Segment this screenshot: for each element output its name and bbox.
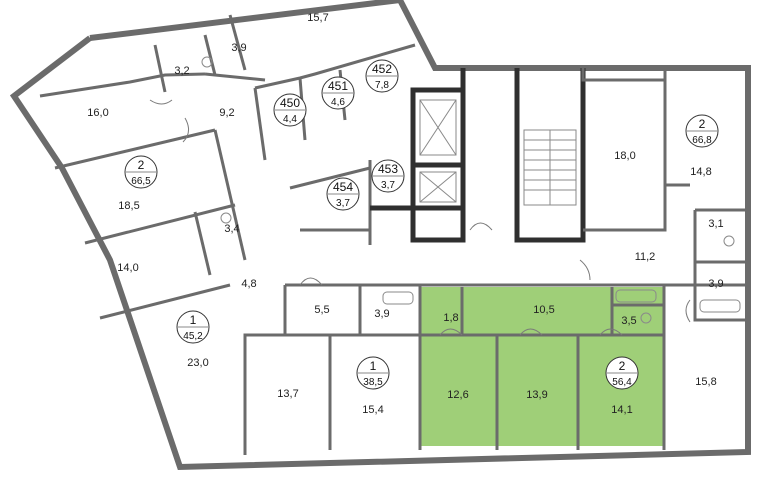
unit-marker[interactable]: 1 45,2	[176, 310, 210, 344]
svg-text:1: 1	[370, 359, 377, 373]
svg-text:3,7: 3,7	[381, 180, 395, 191]
unit-markers: 450 4,4 451 4,6 452 7,8 453 3,7 454 3,7	[124, 59, 719, 390]
svg-text:450: 450	[280, 96, 300, 110]
room-area-label: 18,0	[614, 150, 635, 162]
svg-text:1: 1	[190, 313, 197, 327]
svg-text:2: 2	[699, 117, 706, 131]
room-area-label: 16,0	[87, 107, 108, 119]
svg-text:38,5: 38,5	[363, 377, 383, 388]
unit-marker[interactable]: 2 56,4	[605, 356, 639, 390]
room-area-label: 14,1	[611, 404, 632, 416]
room-area-label: 1,8	[443, 312, 458, 324]
room-area-label: 4,8	[241, 278, 256, 290]
interior-walls-left	[39, 14, 416, 320]
svg-text:2: 2	[619, 359, 626, 373]
unit-marker[interactable]: 2 66,5	[124, 155, 158, 189]
unit-marker[interactable]: 450 4,4	[273, 93, 307, 127]
highlighted-apartment[interactable]	[420, 287, 664, 446]
core-walls	[370, 68, 586, 243]
svg-text:453: 453	[378, 162, 398, 176]
room-area-label: 3,2	[174, 65, 189, 77]
room-area-label: 15,7	[307, 12, 328, 24]
room-area-label: 3,5	[621, 315, 636, 327]
unit-marker[interactable]: 454 3,7	[326, 177, 360, 211]
svg-text:7,8: 7,8	[375, 80, 389, 91]
fixtures	[201, 56, 741, 324]
room-labels: 15,7 3,9 3,2 16,0 9,2 18,5 3,4 14,0 4,8 …	[87, 12, 723, 416]
unit-marker[interactable]: 452 7,8	[365, 59, 399, 93]
unit-marker[interactable]: 451 4,6	[321, 76, 355, 110]
svg-text:66,5: 66,5	[131, 176, 151, 187]
svg-text:56,4: 56,4	[612, 377, 632, 388]
unit-marker[interactable]: 2 66,8	[685, 114, 719, 148]
staircase	[523, 129, 577, 206]
room-area-label: 10,5	[533, 304, 554, 316]
room-area-label: 13,9	[526, 389, 547, 401]
svg-text:3,7: 3,7	[336, 198, 350, 209]
room-area-label: 13,7	[277, 388, 298, 400]
svg-text:45,2: 45,2	[183, 331, 203, 342]
svg-text:2: 2	[138, 158, 145, 172]
room-area-label: 11,2	[635, 251, 656, 263]
unit-marker[interactable]: 1 38,5	[356, 356, 390, 390]
room-area-label: 3,9	[708, 278, 723, 290]
room-area-label: 23,0	[187, 357, 208, 369]
svg-text:454: 454	[333, 180, 353, 194]
svg-text:4,4: 4,4	[283, 114, 297, 125]
room-area-label: 12,6	[447, 389, 468, 401]
room-area-label: 14,0	[117, 262, 138, 274]
room-area-label: 15,8	[695, 376, 716, 388]
svg-text:4,6: 4,6	[331, 97, 345, 108]
svg-text:451: 451	[328, 79, 348, 93]
room-area-label: 3,9	[231, 42, 246, 54]
room-area-label: 3,1	[708, 218, 723, 230]
outer-walls	[9, 0, 751, 471]
room-area-label: 9,2	[219, 107, 234, 119]
room-area-label: 14,8	[690, 166, 711, 178]
svg-text:66,8: 66,8	[692, 135, 712, 146]
elevator-shafts	[419, 99, 457, 203]
room-area-label: 3,9	[374, 308, 389, 320]
room-area-label: 15,4	[362, 404, 383, 416]
room-area-label: 3,4	[224, 223, 239, 235]
svg-text:452: 452	[372, 62, 392, 76]
door-swings	[149, 99, 691, 336]
room-area-label: 18,5	[118, 200, 139, 212]
room-area-label: 5,5	[314, 304, 329, 316]
interior-walls-right	[243, 68, 748, 455]
unit-marker[interactable]: 453 3,7	[371, 159, 405, 193]
